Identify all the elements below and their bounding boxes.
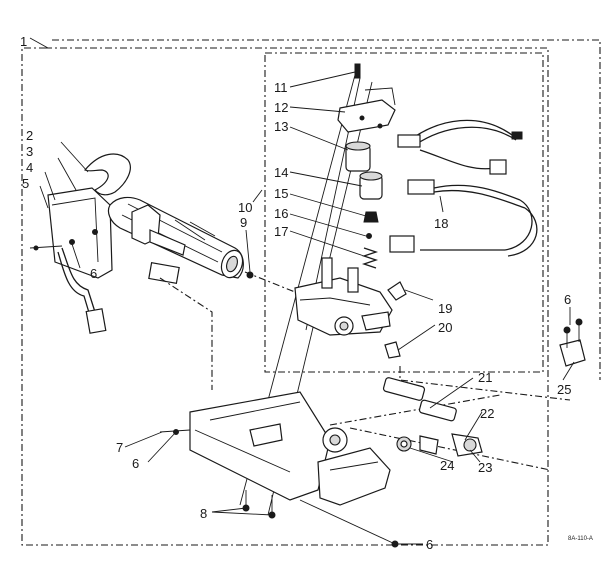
- callout-13: 13: [274, 119, 288, 134]
- callout-18: 18: [434, 216, 448, 231]
- callout-3: 3: [26, 144, 33, 159]
- drawing-code: 8A-110-A: [568, 536, 593, 542]
- callout-12: 12: [274, 100, 288, 115]
- callout-9: 9: [240, 215, 247, 230]
- callout-14: 14: [274, 165, 288, 180]
- callout-1: 1: [20, 34, 27, 49]
- callout-15: 15: [274, 186, 288, 201]
- switch-stack: [337, 63, 396, 269]
- callout-17: 17: [274, 224, 288, 239]
- switch-body: [246, 257, 407, 359]
- callout-6-plate: 6: [132, 456, 139, 471]
- callout-25: 25: [557, 382, 571, 397]
- callout-labels: 1 2 3 4 5 6 7 6 8 6 9 10 11 12 13 14 15 …: [20, 34, 593, 552]
- guide-lines: [159, 271, 571, 471]
- callout-11: 11: [274, 80, 288, 95]
- leader-lines: [39, 71, 575, 545]
- inner-frame: [264, 52, 544, 373]
- callout-10: 10: [238, 200, 252, 215]
- callout-4: 4: [26, 160, 33, 175]
- callout-16: 16: [274, 206, 288, 221]
- mounting-plate: [159, 391, 391, 506]
- callout-8: 8: [200, 506, 207, 521]
- callout-22: 22: [480, 406, 494, 421]
- outer-frame: [21, 37, 601, 546]
- callout-19: 19: [438, 301, 452, 316]
- wire-harness: [389, 119, 538, 257]
- callout-24: 24: [440, 458, 454, 473]
- screws: [242, 490, 399, 548]
- callout-21: 21: [478, 370, 492, 385]
- shaft-housing: [107, 196, 244, 285]
- callout-6-left: 6: [90, 266, 97, 281]
- pump-horn: [84, 153, 131, 196]
- callout-6-bottom: 6: [426, 537, 433, 552]
- right-clip: [559, 318, 586, 367]
- callout-6-right: 6: [564, 292, 571, 307]
- callout-23: 23: [478, 460, 492, 475]
- callout-7: 7: [116, 440, 123, 455]
- left-bracket: [29, 187, 113, 334]
- callout-2: 2: [26, 128, 33, 143]
- callout-5: 5: [22, 176, 29, 191]
- bottom-right-parts: [382, 377, 483, 457]
- callout-20: 20: [438, 320, 452, 335]
